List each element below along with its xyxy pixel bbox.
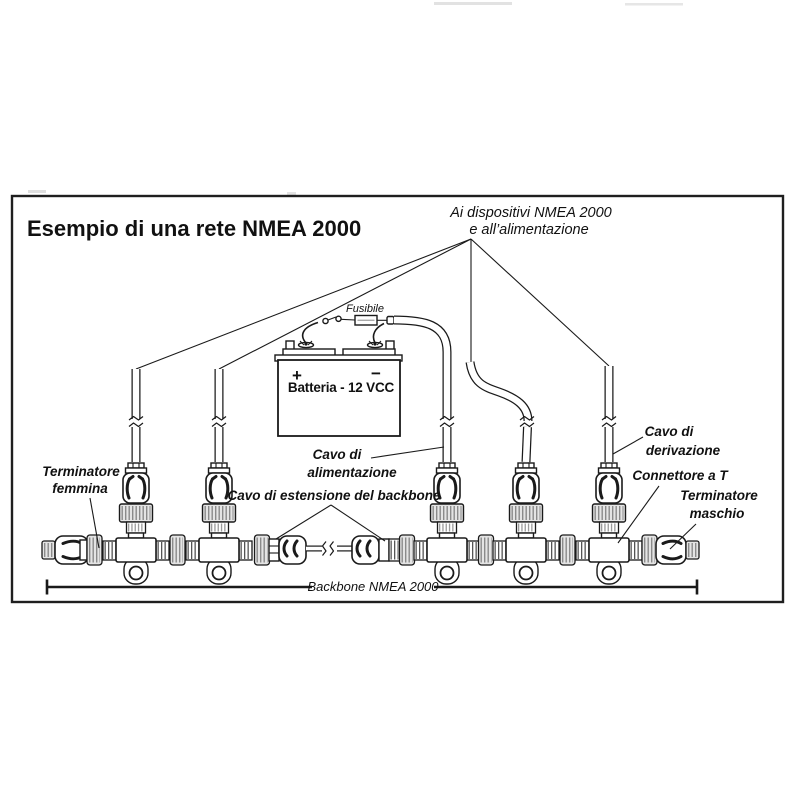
- label-power-cable: Cavo di alimentazione: [307, 446, 445, 480]
- label-terminator-female: Terminatore femmina: [42, 464, 120, 549]
- backbone-dimension: Backbone NMEA 2000: [45, 579, 699, 595]
- label-text: Cavo di: [645, 424, 694, 439]
- top-label-line2: e all’alimentazione: [469, 222, 588, 238]
- fuse-label: Fusibile: [346, 303, 384, 315]
- battery: + − Batteria - 12 VCC: [274, 340, 403, 437]
- battery-minus-sign: −: [371, 364, 381, 383]
- scan-artifacts: [28, 2, 683, 195]
- ring-terminal: [335, 315, 342, 323]
- label-terminator-male: Terminatore maschio: [669, 488, 758, 550]
- coupling-ring: [642, 535, 657, 565]
- label-text: Terminatore: [680, 488, 758, 503]
- drop-cable-4: [465, 361, 535, 463]
- label-text: maschio: [690, 506, 745, 521]
- diagram-title: Esempio di una rete NMEA 2000: [27, 216, 361, 241]
- coupling-ring: [87, 535, 102, 565]
- negative-lead-wire: [372, 322, 385, 344]
- label-text: Connettore a T: [632, 468, 729, 483]
- terminator-male: [655, 535, 700, 565]
- coupling-ring: [170, 535, 185, 565]
- label-drop-cable: Cavo di derivazione: [612, 424, 721, 458]
- label-text: derivazione: [646, 443, 721, 458]
- power-cable-junction: [386, 315, 395, 325]
- label-t-connector: Connettore a T: [617, 468, 729, 544]
- drop-cable-2: [211, 369, 227, 462]
- ring-terminal: [322, 317, 329, 325]
- battery-label: Batteria - 12 VCC: [288, 380, 395, 395]
- label-text: Cavo di estensione del backbone: [227, 488, 441, 503]
- extension-cable: [255, 535, 415, 565]
- coupling-ring: [479, 535, 494, 565]
- label-text: femmina: [52, 481, 108, 496]
- drop-cable-5: [601, 366, 617, 462]
- label-text: Terminatore: [42, 464, 120, 479]
- top-label-line1: Ai dispositivi NMEA 2000: [449, 205, 611, 221]
- label-text: Cavo di: [313, 447, 362, 462]
- fuse-circuit: Fusibile: [301, 303, 395, 344]
- fan-pointer-lines: [135, 238, 610, 370]
- positive-lead-wire: [301, 321, 319, 344]
- top-devices-label: Ai dispositivi NMEA 2000 e all’alimentaz…: [449, 205, 611, 238]
- label-text: alimentazione: [307, 465, 397, 480]
- backbone-label: Backbone NMEA 2000: [307, 579, 439, 594]
- drop-cable-1: [128, 369, 144, 462]
- coupling-ring: [560, 535, 575, 565]
- battery-plus-sign: +: [292, 366, 302, 385]
- label-extension-cable: Cavo di estensione del backbone: [227, 488, 441, 542]
- power-cable: [393, 315, 455, 462]
